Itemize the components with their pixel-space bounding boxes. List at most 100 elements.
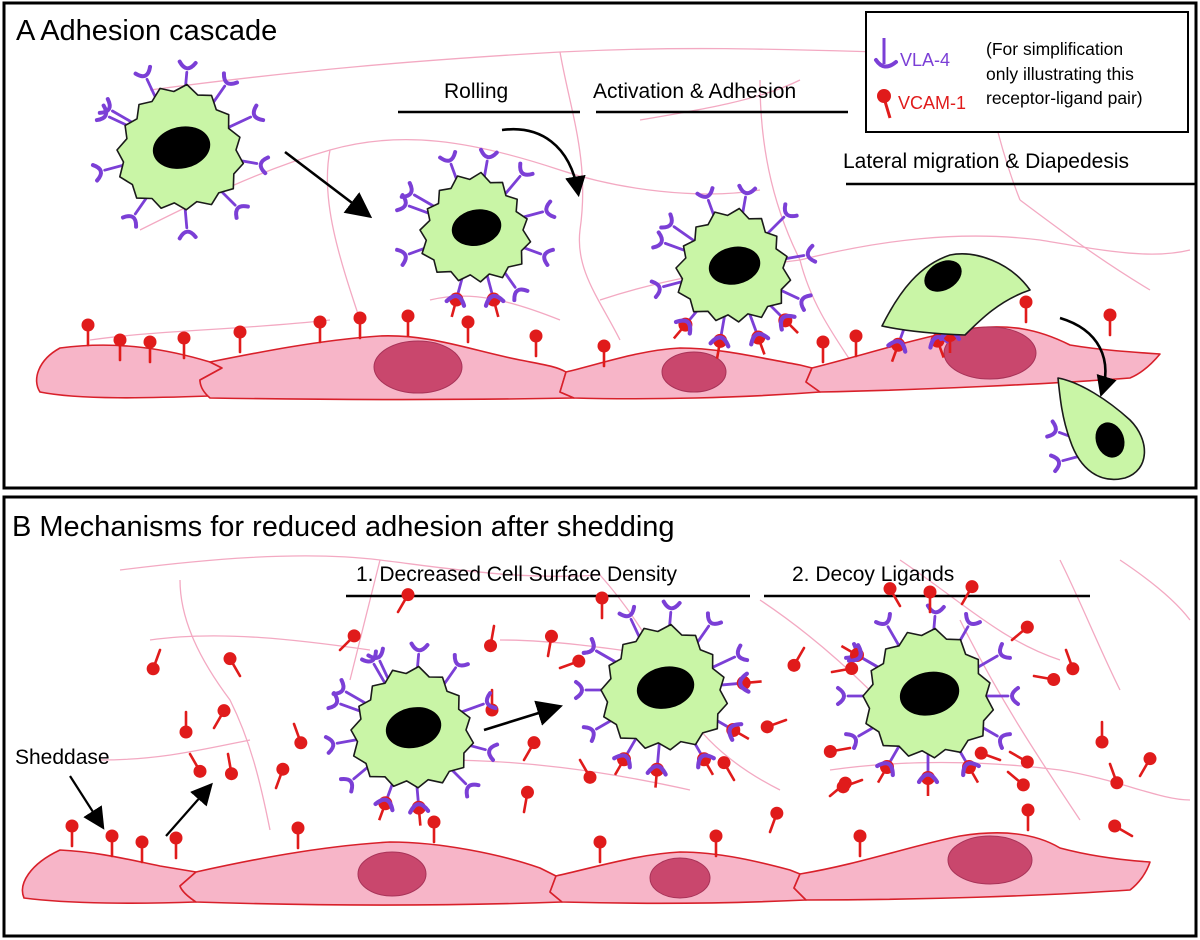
vcam1-ligand (529, 329, 543, 358)
vcam1-ligand (313, 315, 327, 344)
vcam1-ligand (461, 315, 475, 344)
vcam1-ligand (212, 704, 231, 730)
vcam1-ligand (427, 815, 441, 844)
vcam1-ligand (1010, 620, 1034, 642)
vcam1-ligand (816, 335, 830, 364)
endothelial-nucleus (373, 340, 463, 394)
vcam1-ligand (787, 646, 806, 672)
vla4-vcam1-complex (689, 736, 716, 776)
vcam1-ligand (1108, 762, 1124, 790)
vcam1-ligand (169, 831, 183, 860)
endothelial-nucleus (649, 857, 711, 899)
vcam1-ligand (113, 333, 127, 362)
endothelial-nucleus (357, 851, 427, 897)
release-arrow (165, 782, 213, 837)
vcam1-ligand (353, 311, 367, 340)
endothelium-a (35, 326, 1161, 401)
leukocyte (558, 591, 762, 788)
legend-vla4-label: VLA-4 (900, 50, 950, 70)
vla4-receptor (982, 686, 1020, 706)
vla4-receptor (765, 202, 799, 236)
vcam1-ligand (836, 778, 864, 794)
vcam1-ligand (233, 325, 247, 354)
vla4-vcam1-complex (840, 643, 881, 670)
leukocyte (90, 59, 271, 241)
vcam1-ligand (558, 654, 586, 670)
vcam1-ligand (81, 318, 95, 347)
stage-label-activation: Activation & Adhesion (593, 80, 796, 103)
leukocyte (649, 183, 818, 359)
sheddase-label: Sheddase (15, 746, 110, 769)
panel-a: A Adhesion cascade Rolling Activation & … (2, 1, 1198, 490)
vcam1-ligand (960, 580, 979, 606)
vcam1-ligand (135, 835, 149, 864)
vcam1-ligand (223, 652, 242, 678)
vla4-vcam1-complex (717, 671, 762, 694)
vla4-vcam1-complex (875, 743, 902, 784)
endothelial-nucleus (947, 835, 1033, 885)
vla4-receptor (874, 612, 902, 649)
vcam1-ligand (146, 648, 162, 676)
vcam1-ligand (1019, 295, 1033, 324)
vcam1-ligand (143, 335, 157, 364)
vcam1-ligand (1064, 648, 1080, 676)
vla4-receptor (97, 97, 135, 125)
vla4-vcam1-complex (645, 743, 668, 788)
legend-note-line-2: only illustrating this (986, 64, 1134, 84)
stage-label-migration: Lateral migration & Diapedesis (843, 150, 1129, 173)
vla4-receptor (503, 161, 535, 197)
rolling-arrow (501, 127, 586, 198)
vcam1-ligand (923, 585, 937, 614)
flow-arrow (483, 700, 563, 732)
vcam1-ligand (105, 829, 119, 858)
vcam1-ligand (1095, 720, 1109, 749)
vcam1-ligand (338, 629, 361, 652)
legend: VLA-4 VCAM-1 (For simplification only il… (865, 11, 1189, 133)
stage-label-decoy: 2. Decoy Ligands (792, 563, 954, 586)
vla4-receptor (360, 649, 388, 687)
leukocyte (823, 580, 1061, 796)
vcam1-ligand (520, 785, 534, 814)
leukocyte (323, 588, 500, 826)
legend-vla4-icon (874, 38, 898, 69)
legend-vcam1-label: VCAM-1 (898, 93, 966, 113)
vcam1-ligand (177, 331, 191, 360)
vla4-vcam1-complex (765, 300, 799, 334)
vla4-vcam1-complex (708, 315, 731, 359)
vla4-receptor (659, 212, 696, 242)
diapedesis-arrow (1059, 316, 1117, 397)
vla4-vcam1-complex (612, 736, 639, 776)
vcam1-ligand (188, 752, 207, 778)
vcam1-ligand (849, 329, 863, 358)
vcam1-ligand (274, 762, 290, 790)
sheddase-arrow (69, 775, 105, 830)
panel-a-title: A Adhesion cascade (16, 15, 277, 47)
vcam1-ligand (717, 756, 736, 782)
vcam1-ligand (179, 710, 193, 739)
vcam1-ligand (522, 736, 541, 762)
vcam1-ligand (484, 624, 498, 653)
vla4-vcam1-complex (748, 312, 771, 355)
endothelial-nucleus (661, 351, 727, 393)
panel-b-cells (65, 580, 1157, 864)
vcam1-ligand (768, 806, 784, 834)
vcam1-ligand (974, 746, 1002, 762)
vcam1-ligand (1103, 308, 1117, 337)
vcam1-ligand (1021, 803, 1035, 832)
vcam1-ligand (595, 591, 609, 620)
vcam1-ligand (1138, 752, 1157, 778)
vcam1-ligand (1008, 750, 1034, 769)
endothelial-nucleus (943, 326, 1037, 380)
vcam1-ligand (578, 758, 597, 784)
vcam1-ligand (709, 829, 723, 858)
vcam1-ligand (224, 752, 238, 781)
vla4-vcam1-complex (916, 752, 940, 796)
vcam1-ligand (830, 662, 859, 676)
panel-a-cells (81, 59, 1146, 481)
vla4-receptor (711, 643, 750, 669)
vcam1-ligand (1006, 770, 1030, 792)
leukocyte (395, 147, 557, 318)
panel-b: B Mechanisms for reduced adhesion after … (2, 495, 1198, 938)
vcam1-ligand (597, 339, 611, 368)
